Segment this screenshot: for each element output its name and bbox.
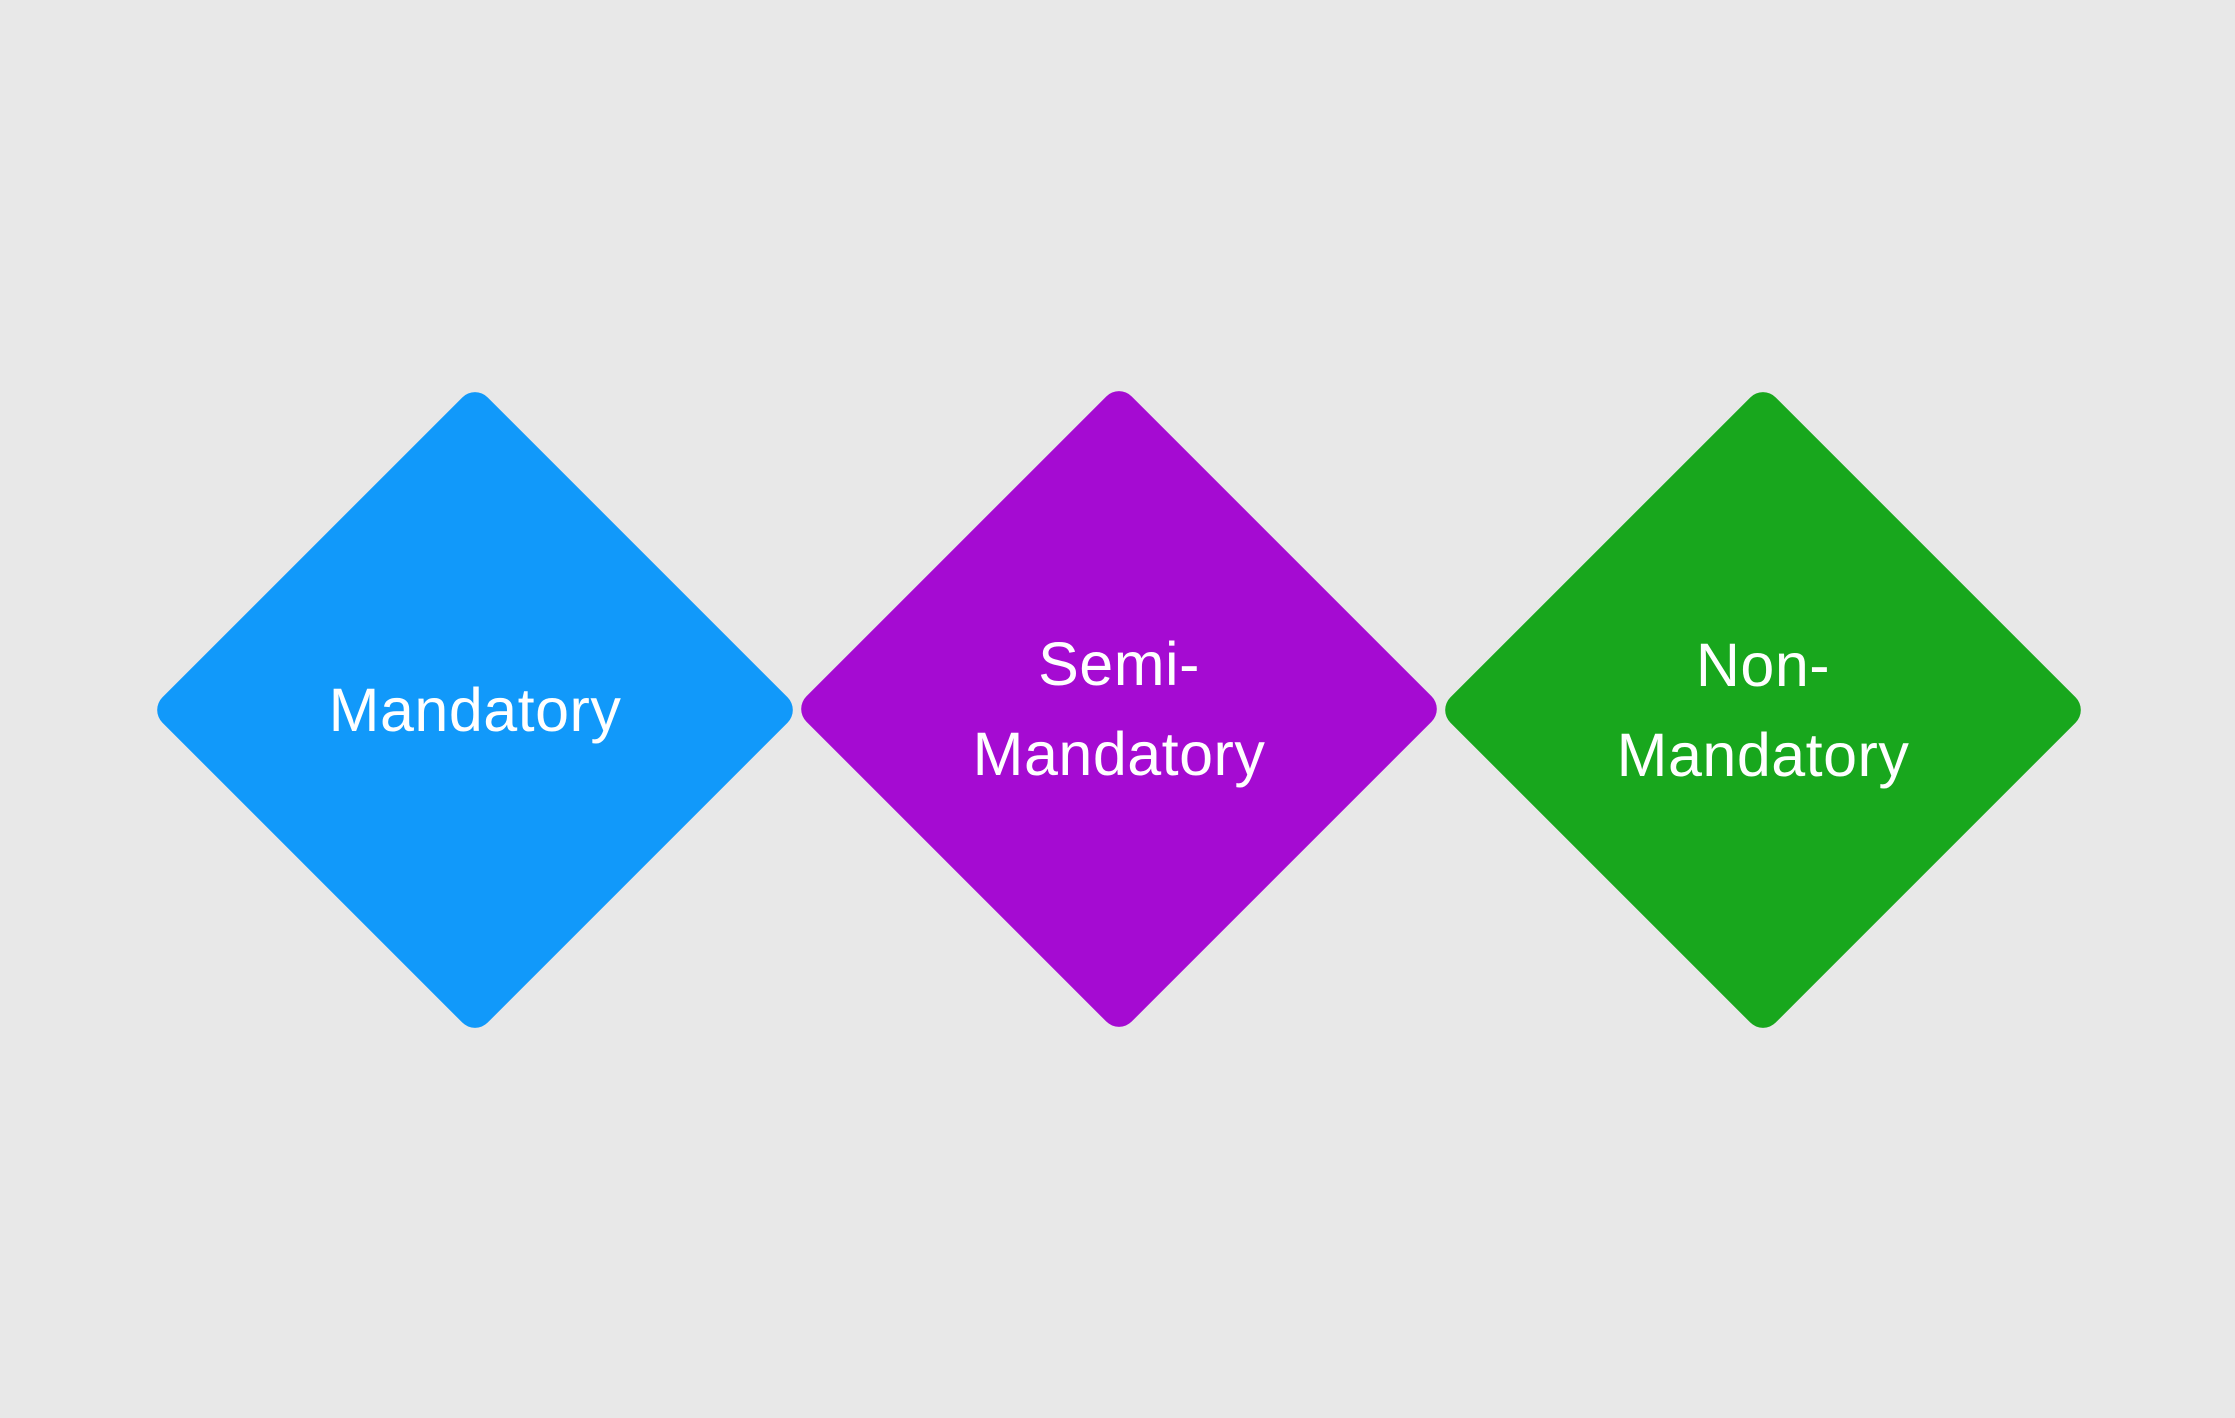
label-line-1: Semi-	[1038, 630, 1200, 698]
label-line-2: Mandatory	[972, 720, 1266, 788]
diamond-label: Non- Mandatory	[1617, 620, 1910, 800]
diamond-label: Semi- Mandatory	[973, 619, 1266, 799]
diamond-label: Mandatory	[329, 665, 622, 755]
label-line-1: Mandatory	[328, 676, 622, 744]
label-line-2: Mandatory	[1616, 721, 1910, 789]
label-line-1: Non-	[1695, 631, 1831, 699]
